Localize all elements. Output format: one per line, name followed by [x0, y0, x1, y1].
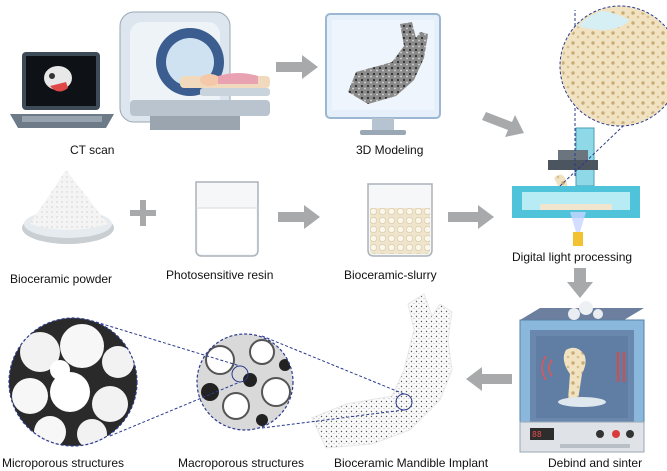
label-bioceramic-powder: Bioceramic powder	[10, 272, 113, 286]
label-ct-scan: CT scan	[70, 143, 115, 157]
label-bioceramic-slurry: Bioceramic-slurry	[344, 268, 437, 282]
label-digital-light-processing: Digital light processing	[512, 250, 633, 264]
plus-icon	[130, 200, 156, 226]
beaker-icon	[195, 181, 259, 257]
arrow-model-to-dlp	[482, 112, 524, 137]
label-microporous-structures: Microporous structures	[2, 456, 125, 470]
label-macroporous-structures: Macroporous structures	[178, 456, 305, 470]
label-debind-and-sinter: Debind and sinter	[548, 456, 643, 470]
laptop-icon	[10, 52, 114, 128]
furnace-icon: 88	[519, 301, 645, 453]
powder-dish-icon	[22, 170, 114, 244]
arrow-dlp-to-furnace	[567, 268, 593, 298]
flow-arrows	[276, 55, 593, 391]
arrow-resin-to-slurry	[278, 205, 320, 229]
zoom-bone-detail	[559, 5, 667, 127]
microporous-detail	[8, 317, 138, 447]
label-bioceramic-mandible-implant: Bioceramic Mandible Implant	[334, 456, 489, 470]
svg-text:88: 88	[532, 430, 542, 439]
implant-icon	[311, 293, 453, 449]
macroporous-detail	[196, 333, 294, 431]
ct-scanner-icon	[119, 11, 270, 130]
slurry-beaker-icon	[367, 183, 433, 257]
monitor-icon	[325, 13, 441, 135]
label-photosensitive-resin: Photosensitive resin	[166, 268, 274, 282]
arrow-slurry-to-dlp	[448, 205, 494, 229]
label-3d-modeling: 3D Modeling	[356, 143, 424, 157]
arrow-ct-to-model	[276, 55, 318, 79]
arrow-furnace-to-implant	[466, 367, 512, 391]
dlp-printer-icon	[512, 10, 641, 246]
zoom-connectors	[95, 321, 405, 437]
